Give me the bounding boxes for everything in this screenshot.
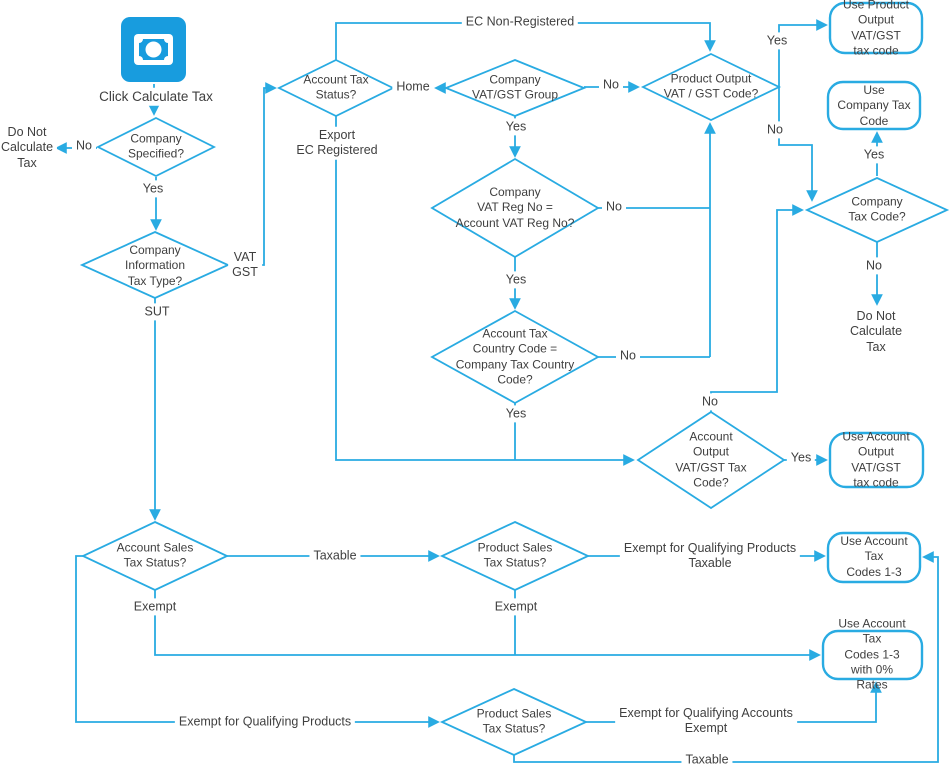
edge-label-home: Home (392, 78, 434, 96)
terminal-use-account-output-label: Use Account Output VAT/GST tax code (842, 429, 910, 490)
edge-label-taxable-account-sales: Taxable (309, 547, 361, 565)
decision-account-sales-tax-status-label: Account Sales Tax Status? (116, 540, 194, 570)
decision-company-information-tax-type-label: Company Information Tax Type? (124, 242, 186, 288)
decision-product-output-vat-gst-code (640, 52, 782, 122)
edge-label-vat-gst: VAT GST (228, 248, 262, 282)
edge-label-yes-account-output: Yes (786, 449, 816, 467)
decision-company-tax-code (804, 177, 950, 243)
edge-label-exempt-product-sales: Exempt (490, 598, 542, 616)
end-do-not-calculate-tax-right: Do Not Calculate Tax (839, 308, 913, 356)
decision-company-information-tax-type (79, 231, 231, 299)
edge-label-exempt-qualifying-products-taxable: Exempt for Qualifying Products Taxable (619, 539, 801, 573)
start-label: Click Calculate Tax (95, 87, 217, 107)
decision-company-vat-reg-no (430, 157, 600, 259)
money-icon (121, 17, 186, 82)
end-do-not-calculate-tax-left: Do Not Calculate Tax (0, 124, 58, 172)
decision-account-tax-status-label: Account Tax Status? (303, 72, 369, 102)
decision-company-vat-reg-no-label: Company VAT Reg No = Account VAT Reg No? (455, 184, 575, 230)
edge-label-yes-company-specified: Yes (138, 180, 168, 198)
edge-label-exempt-for-qualifying-products: Exempt for Qualifying Products (174, 713, 356, 731)
edge-label-exempt-qualifying-accounts-exempt: Exempt for Qualifying Accounts Exempt (615, 704, 797, 738)
edge-label-no-vat-reg: No (602, 198, 626, 216)
terminal-use-account-tax-codes (826, 531, 922, 584)
decision-company-vat-gst-group-label: Company VAT/GST Group (471, 72, 559, 102)
edge-label-export-ec-registered: Export EC Registered (292, 126, 382, 160)
edge-label-no-country: No (616, 347, 640, 365)
edge-label-yes-company-tax: Yes (859, 146, 889, 164)
decision-company-specified-label: Company Specified? (127, 131, 185, 161)
decision-account-output-vat-gst-tax-code (636, 410, 786, 510)
decision-product-sales-tax-status-lower (439, 688, 589, 756)
edge-label-yes-vat-reg: Yes (501, 271, 531, 289)
decision-account-sales-tax-status (80, 521, 230, 591)
decision-account-output-vat-gst-tax-code-label: Account Output VAT/GST Tax Code? (675, 429, 747, 490)
decision-company-specified (95, 116, 217, 178)
edge-label-ec-non-registered: EC Non-Registered (461, 13, 579, 31)
terminal-use-company-tax-code-label: Use Company Tax Code (837, 82, 911, 128)
decision-account-tax-country-code-label: Account Tax Country Code = Company Tax C… (455, 326, 575, 387)
edge-label-no-company-specified: No (72, 137, 96, 155)
edge-label-sut: SUT (140, 303, 174, 321)
edge-label-no-group: No (599, 76, 623, 94)
decision-account-tax-country-code (430, 309, 600, 405)
terminal-use-account-output (828, 431, 925, 489)
decision-product-sales-tax-status-lower-label: Product Sales Tax Status? (476, 706, 552, 736)
edge-label-no-account-output: No (698, 393, 722, 411)
terminal-use-product-output-label: Use Product Output VAT/GST tax code (842, 0, 910, 58)
decision-account-tax-status (276, 58, 396, 118)
terminal-use-account-tax-codes-zero (821, 629, 924, 681)
decision-company-tax-code-label: Company Tax Code? (848, 194, 906, 224)
decision-product-sales-tax-status-upper (439, 521, 591, 591)
edge-label-exempt-account-sales: Exempt (129, 598, 181, 616)
edge-label-no-company-tax: No (862, 257, 886, 275)
decision-product-output-vat-gst-code-label: Product Output VAT / GST Code? (663, 71, 759, 101)
edge-label-taxable-product-sales: Taxable (681, 751, 733, 769)
decision-product-sales-tax-status-upper-label: Product Sales Tax Status? (477, 540, 553, 570)
terminal-use-product-output (828, 1, 924, 55)
decision-company-vat-gst-group (443, 59, 587, 117)
edge-label-no-product-output: No (763, 121, 787, 139)
terminal-use-account-tax-codes-zero-label: Use Account Tax Codes 1-3 with 0% Rates (838, 616, 906, 693)
edge-label-yes-product-output: Yes (762, 32, 792, 50)
terminal-use-account-tax-codes-label: Use Account Tax Codes 1-3 (840, 533, 908, 579)
edge-label-yes-country: Yes (501, 405, 531, 423)
terminal-use-company-tax-code (826, 80, 922, 131)
edge-label-yes-group: Yes (501, 118, 531, 136)
